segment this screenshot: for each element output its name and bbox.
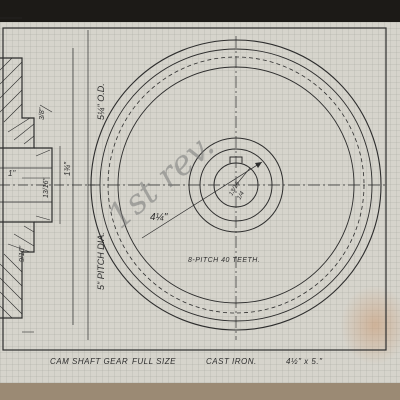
flange-dimension: 9/16" <box>19 245 26 262</box>
radius-arrow <box>255 162 262 168</box>
gear-spec-note: 8-PITCH 40 TEETH. <box>188 257 260 264</box>
od-dimension: 5¼" O.D. <box>96 83 106 120</box>
mount-edge <box>0 383 400 400</box>
keyway-dimension-b: 1/4 <box>237 190 247 201</box>
title-material: CAST IRON. <box>206 357 257 366</box>
title-scale: FULL SIZE <box>132 357 176 366</box>
title-part-name: CAM SHAFT GEAR <box>50 357 128 366</box>
section-hatching <box>0 57 51 319</box>
radius-leader <box>141 161 263 239</box>
radius-dimension: 4¼" <box>150 211 168 223</box>
section-outline-lower <box>0 221 35 319</box>
paper-stain <box>340 285 400 365</box>
paper-background <box>0 22 400 384</box>
rim-gap-dimension: 3/8" <box>39 107 46 120</box>
rim-gap-leader <box>39 104 53 113</box>
section-view <box>0 17 95 340</box>
drawing-border <box>2 27 387 351</box>
gear-front-view <box>88 36 388 340</box>
title-size: 4½" x 5." <box>286 357 323 366</box>
pitch-dia-dimension: 5" PITCH DIA. <box>96 232 106 290</box>
section-outline-upper <box>0 57 35 149</box>
bore-leader <box>235 167 251 186</box>
bore-dimension: 1" <box>8 169 16 178</box>
hub-outline <box>34 147 53 223</box>
hub-small-dimension: 1¾" <box>63 161 72 176</box>
hub-width-dimension: 13/16" <box>43 177 50 198</box>
